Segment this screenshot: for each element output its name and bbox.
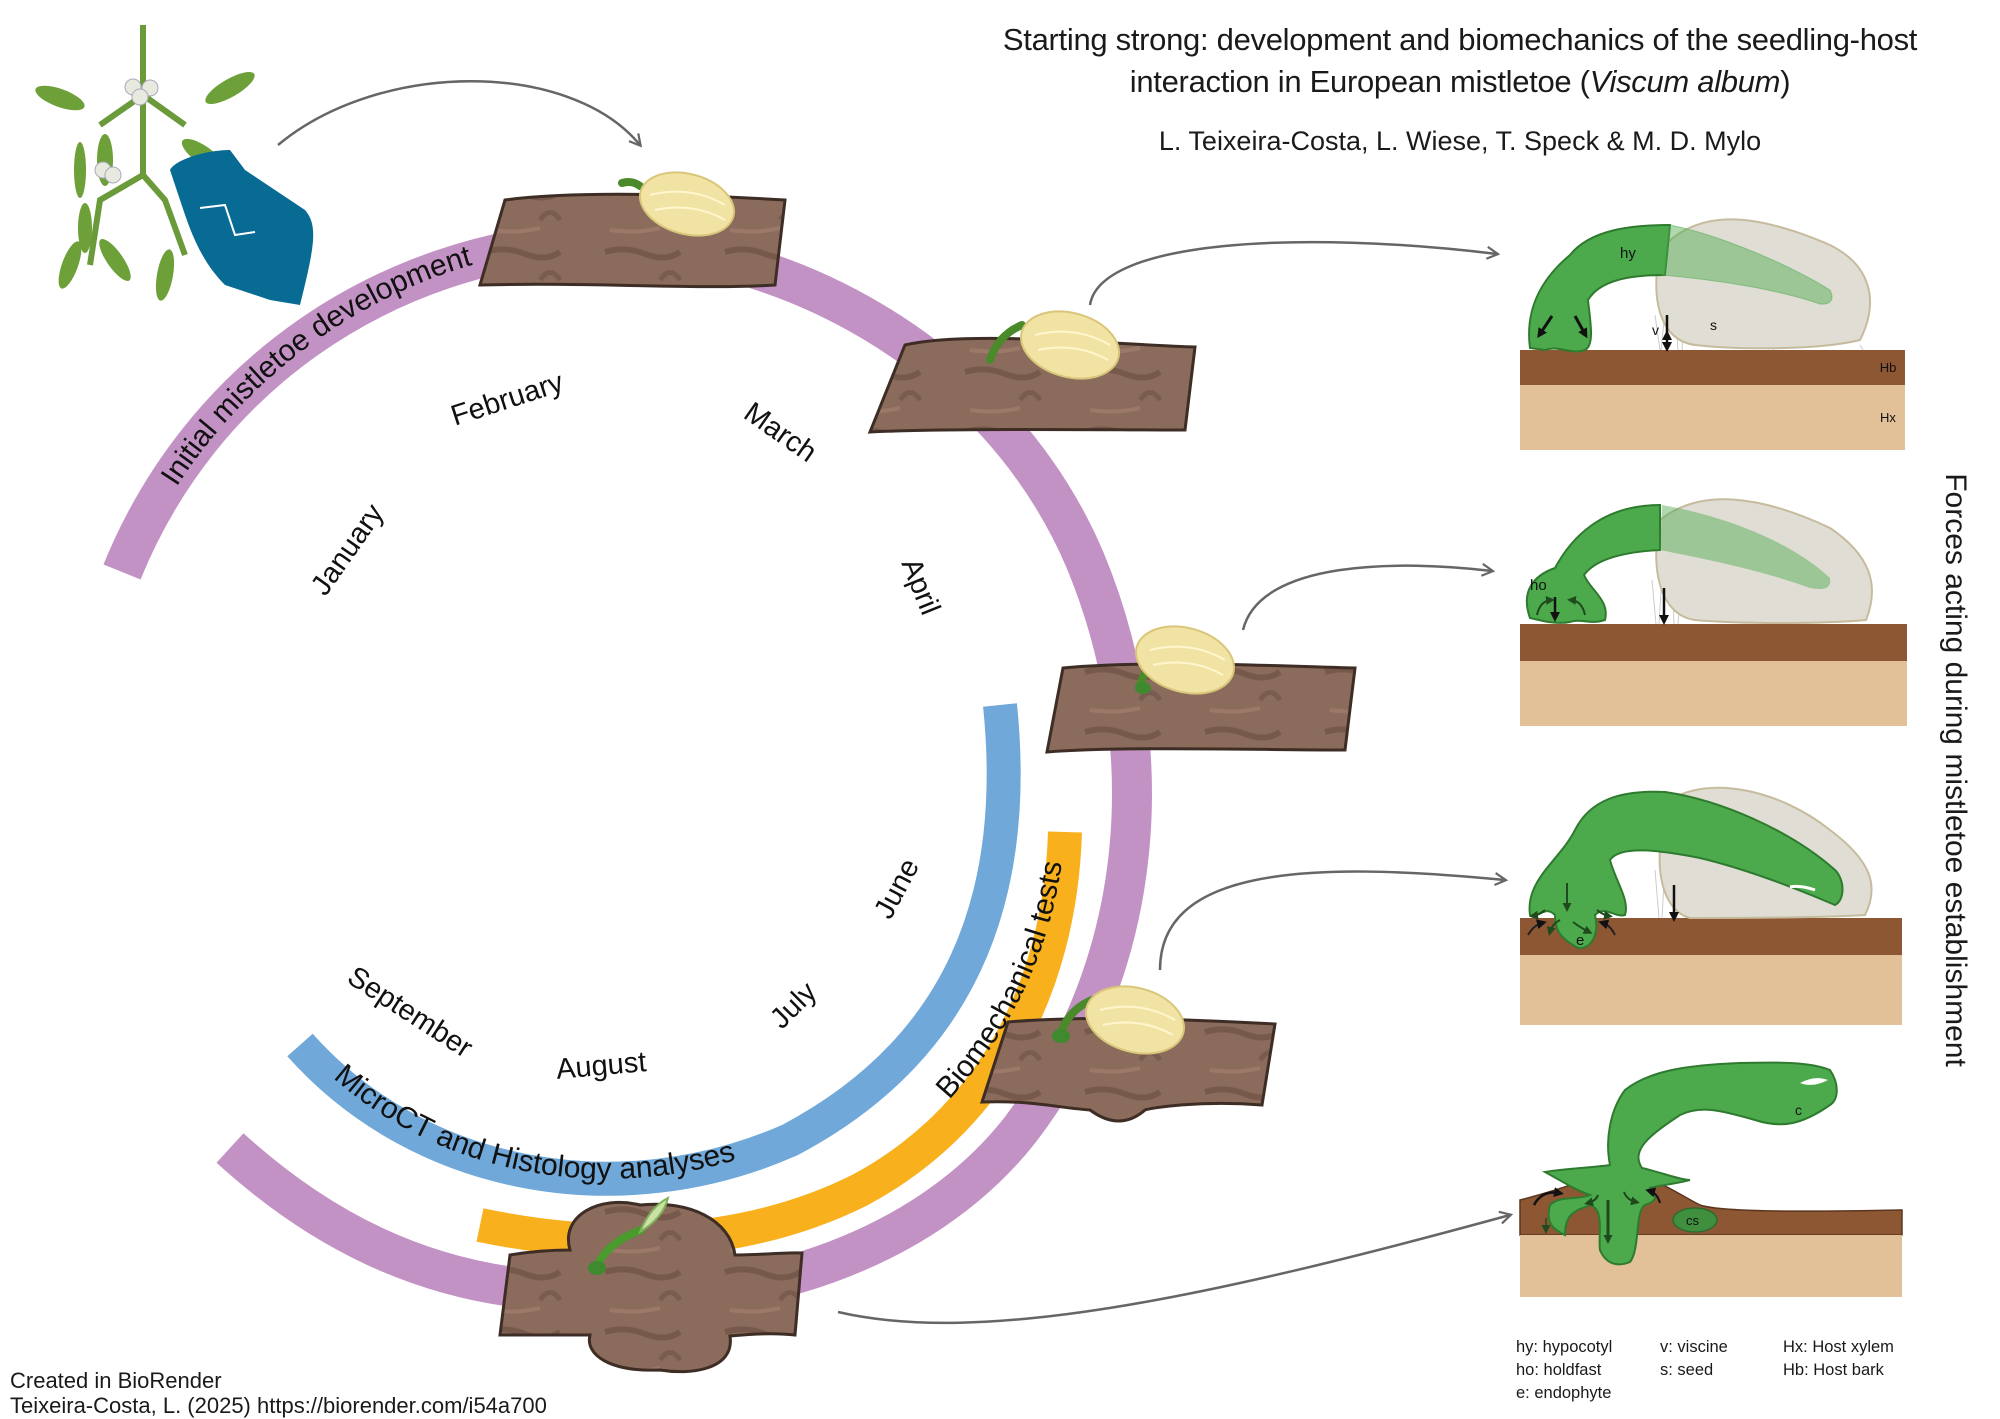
- seed-icon: [1134, 625, 1236, 695]
- label-ho: ho: [1530, 577, 1547, 594]
- force-panel-4: c cs: [1519, 1061, 1903, 1297]
- legend-item: e: endophyte: [1516, 1384, 1612, 1402]
- author-list: L. Teixeira-Costa, L. Wiese, T. Speck & …: [1158, 126, 1762, 156]
- label-Hb: Hb: [1880, 360, 1897, 375]
- credit-line-1: Created in BioRender: [10, 1368, 222, 1393]
- month-august: August: [555, 1046, 648, 1086]
- month-april: April: [895, 554, 946, 620]
- cs-shape: [1672, 1207, 1718, 1233]
- seed-icon: [638, 171, 736, 237]
- month-march: March: [738, 396, 822, 468]
- flow-arrows: [277, 80, 1510, 1325]
- phase-arc-microct: MicroCT and Histology analyses: [287, 703, 1021, 1196]
- month-july: July: [764, 976, 823, 1035]
- bark-stage-1: [477, 171, 787, 289]
- seedling-radicle: [618, 178, 644, 190]
- hypocotyl-shape: [1528, 223, 1672, 353]
- seed-icon: [1084, 985, 1186, 1055]
- timeline-ring-main: [516, 223, 1152, 1319]
- label-v: v: [1652, 322, 1659, 338]
- arrow-stage5-to-panel4: [837, 1215, 1510, 1325]
- month-june: June: [868, 853, 926, 924]
- month-labels: January February March April June July A…: [305, 366, 946, 1086]
- month-september: September: [342, 960, 479, 1064]
- force-panel-1: hy v s Hb Hx: [1520, 218, 1905, 450]
- host-bark-layer: [1520, 350, 1905, 385]
- arrow-branch-to-bark: [277, 80, 640, 145]
- timeline-ring-bottom-left: [216, 1133, 542, 1310]
- label-c: c: [1795, 1102, 1802, 1118]
- phase-label-initial-development: Initial mistletoe development: [155, 240, 476, 491]
- legend-item: Hb: Host bark: [1783, 1361, 1884, 1379]
- bark-stage-2: [867, 310, 1197, 434]
- figure-title-line-1: Starting strong: development and biomech…: [1002, 22, 1918, 57]
- phase-label-microct: MicroCT and Histology analyses: [328, 1058, 738, 1186]
- legend-column-2: v: viscine s: seed: [1660, 1336, 1728, 1382]
- month-january: January: [305, 498, 391, 601]
- label-s: s: [1710, 317, 1717, 333]
- bark-stage-3: [1045, 625, 1357, 754]
- figure-title-line-2: interaction in European mistletoe (Viscu…: [900, 64, 2000, 100]
- label-cs: cs: [1686, 1213, 1700, 1228]
- gloved-hand-icon: [170, 150, 314, 305]
- legend-column-1: hy: hypocotyl ho: holdfast e: endophyte: [1516, 1336, 1612, 1405]
- force-panel-3: e: [1520, 786, 1902, 1025]
- arrow-stage4-to-panel3: [1158, 870, 1505, 971]
- title-prefix: interaction in European mistletoe (: [1129, 64, 1590, 99]
- arrow-stage3-to-panel2: [1241, 566, 1492, 631]
- host-xylem-layer: [1520, 385, 1905, 450]
- label-hy: hy: [1620, 245, 1636, 262]
- title-species: Viscum album: [1589, 64, 1781, 99]
- month-february: February: [447, 366, 568, 432]
- label-Hx: Hx: [1880, 410, 1896, 425]
- arrow-stage2-to-panel1: [1088, 240, 1497, 306]
- bark-stage-4: [979, 985, 1277, 1123]
- leaf-icon: [637, 1196, 670, 1235]
- force-panel-2: ho: [1520, 498, 1907, 726]
- bark-stage-5: [498, 1196, 804, 1374]
- legend-column-3: Hx: Host xylem Hb: Host bark: [1783, 1336, 1894, 1382]
- legend-item: hy: hypocotyl: [1516, 1338, 1613, 1356]
- title-suffix: ): [1780, 64, 1791, 99]
- seed-icon: [1019, 310, 1121, 380]
- legend-item: Hx: Host xylem: [1783, 1338, 1894, 1356]
- credit-line-2[interactable]: Teixeira-Costa, L. (2025) https://bioren…: [10, 1393, 547, 1418]
- label-e: e: [1576, 932, 1584, 949]
- legend-item: s: seed: [1660, 1361, 1714, 1379]
- legend-item: v: viscine: [1660, 1338, 1728, 1356]
- legend-item: ho: holdfast: [1516, 1361, 1602, 1379]
- side-label-forces: Forces acting during mistletoe establish…: [1939, 473, 1972, 1067]
